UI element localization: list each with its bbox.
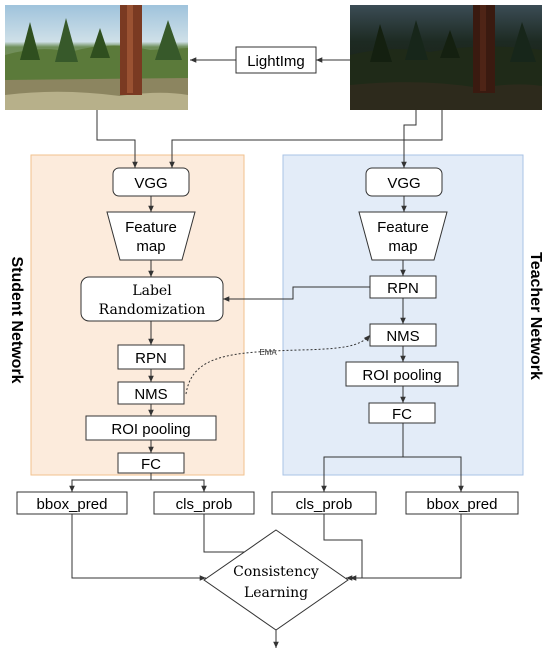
student-feature-map: [106, 211, 196, 261]
teacher-cls-prob-label: cls_prob: [296, 496, 353, 513]
consistency-learning-diamond: [203, 529, 349, 631]
teacher-fc-label: FC: [392, 406, 412, 423]
student-rpn-label: RPN: [135, 350, 167, 367]
source-image: [5, 5, 188, 110]
teacher-feature-map: [358, 211, 448, 261]
consistency-line1: Consistency: [233, 564, 319, 580]
label-randomization-line2: Randomization: [99, 302, 206, 318]
teacher-network-label: Teacher Network: [527, 252, 544, 380]
student-nms-label: NMS: [134, 386, 167, 403]
student-roi-pooling-box: [85, 415, 217, 441]
student-fc-label: FC: [141, 456, 161, 473]
consistency-line2: Learning: [244, 585, 308, 601]
teacher-rpn-label: RPN: [387, 280, 419, 297]
student-rpn-box: [117, 344, 185, 370]
student-vgg-label: VGG: [134, 175, 167, 192]
ema-label: EMA: [259, 348, 277, 357]
student-roi-pooling-label: ROI pooling: [111, 421, 190, 438]
student-cls-prob-label: cls_prob: [176, 496, 233, 513]
student-network-label: Student Network: [8, 256, 25, 383]
teacher-vgg-label: VGG: [387, 175, 420, 192]
student-bbox-pred-label: bbox_pred: [37, 496, 108, 513]
student-feature-map-line2: map: [136, 238, 165, 255]
light-img-label: LightImg: [247, 53, 305, 70]
target-image: [350, 5, 542, 110]
label-randomization-line1: Label: [132, 283, 172, 299]
teacher-feature-map-line2: map: [388, 238, 417, 255]
student-feature-map-line1: Feature: [125, 219, 177, 236]
teacher-feature-map-line1: Feature: [377, 219, 429, 236]
teacher-bbox-pred-label: bbox_pred: [427, 496, 498, 513]
teacher-roi-pooling-box: [345, 361, 459, 387]
teacher-bbox-pred-box: [405, 491, 519, 515]
teacher-nms-label: NMS: [386, 328, 419, 345]
teacher-roi-pooling-label: ROI pooling: [362, 367, 441, 384]
teacher-fc-box: [368, 402, 436, 424]
